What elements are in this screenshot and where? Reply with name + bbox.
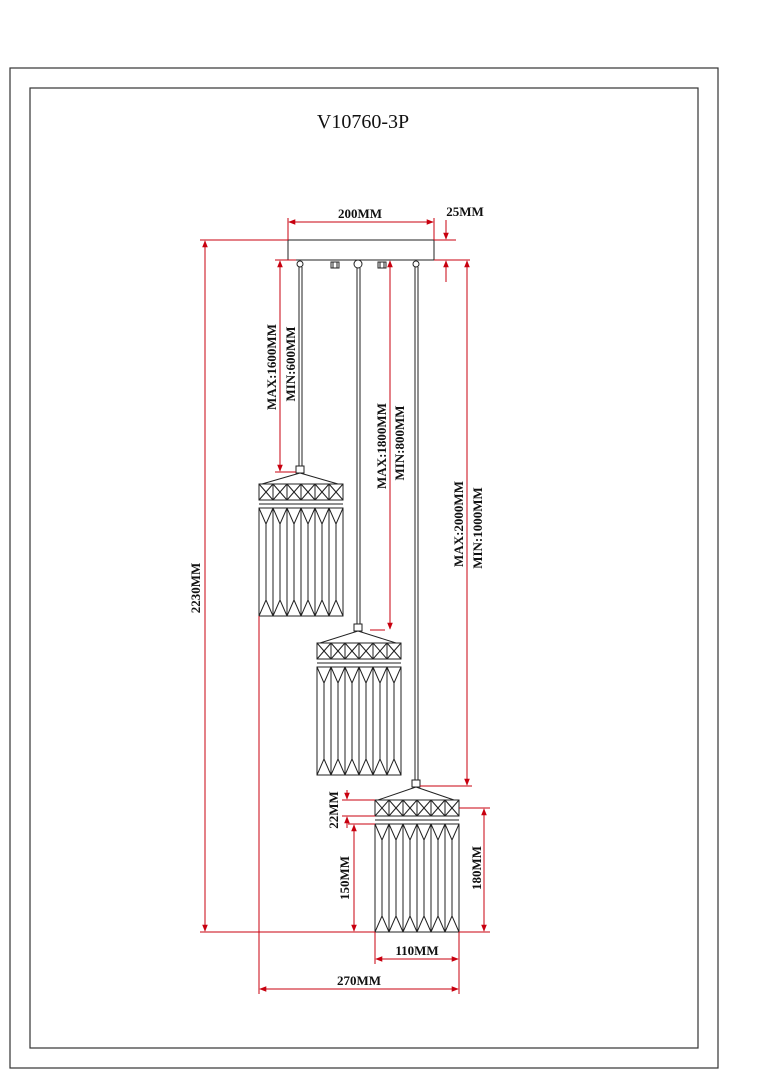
label-pendant3-max: MAX:2000MM bbox=[451, 481, 466, 567]
label-crystal-height: 150MM bbox=[337, 856, 352, 900]
label-shade-height: 180MM bbox=[469, 846, 484, 890]
canopy-fitting-right bbox=[412, 260, 420, 268]
label-overall-width: 270MM bbox=[337, 973, 381, 988]
inner-border bbox=[29, 87, 699, 1049]
label-pendant1-min: MIN:600MM bbox=[283, 326, 298, 401]
dimension-lines bbox=[200, 218, 490, 994]
label-overall-height: 2230MM bbox=[188, 563, 203, 614]
label-pendant1-max: MAX:1600MM bbox=[264, 324, 279, 410]
pendant-3 bbox=[374, 779, 460, 933]
dimension-labels: 200MM 25MM 2230MM MAX:1600MM MIN:600MM M… bbox=[188, 204, 485, 988]
outer-border bbox=[9, 67, 719, 1069]
lamp-drawing bbox=[258, 239, 460, 933]
label-pendant2-min: MIN:800MM bbox=[392, 405, 407, 480]
label-pendant3-min: MIN:1000MM bbox=[470, 487, 485, 569]
label-top-ring: 22MM bbox=[326, 791, 341, 829]
canopy bbox=[287, 239, 435, 261]
canopy-screw-right bbox=[377, 261, 387, 269]
canopy-screw-left bbox=[330, 261, 340, 269]
label-shade-width: 110MM bbox=[395, 943, 438, 958]
drawing-title: V10760-3P bbox=[317, 111, 409, 133]
pendant-2 bbox=[316, 623, 402, 776]
label-pendant2-max: MAX:1800MM bbox=[374, 403, 389, 489]
pendant-1 bbox=[258, 465, 344, 617]
canopy-fitting-left bbox=[296, 260, 304, 268]
label-canopy-width: 200MM bbox=[338, 206, 382, 221]
label-canopy-height: 25MM bbox=[446, 204, 484, 219]
canopy-fitting-center bbox=[353, 259, 363, 269]
